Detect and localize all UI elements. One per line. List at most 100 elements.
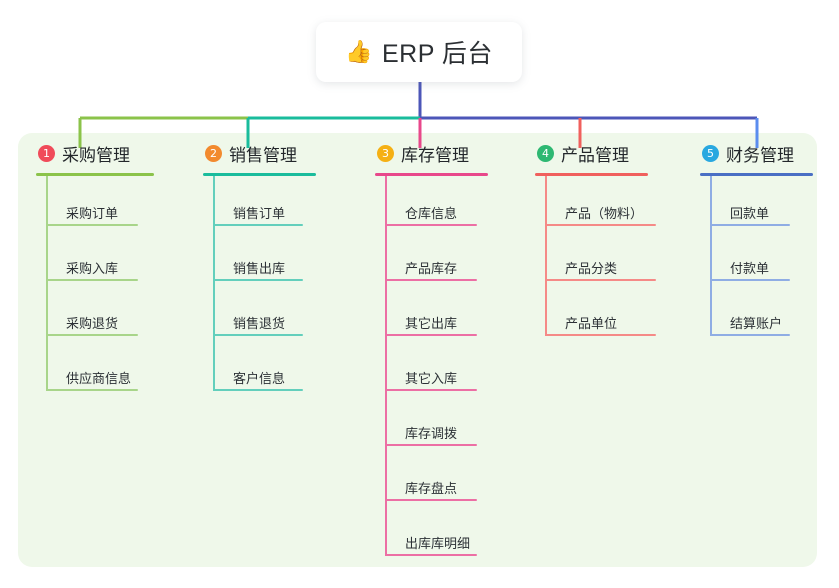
branch-header-5[interactable]: 5 财务管理 xyxy=(700,140,813,166)
branch-title-4: 产品管理 xyxy=(561,145,629,165)
leaf-item-underline xyxy=(385,499,477,501)
leaf-item-label: 产品分类 xyxy=(565,261,618,276)
leaf-item-label: 采购退货 xyxy=(66,316,119,331)
leaf-item[interactable]: 出库库明细 xyxy=(375,506,488,561)
branch-spine-5 xyxy=(710,176,712,336)
leaf-item-label: 付款单 xyxy=(730,261,770,276)
leaf-item-label: 销售订单 xyxy=(233,206,286,221)
branch-title-5: 财务管理 xyxy=(726,145,794,165)
leaf-item-label: 产品（物料） xyxy=(565,206,644,221)
leaf-item[interactable]: 采购订单 xyxy=(36,176,154,231)
leaf-item[interactable]: 销售退货 xyxy=(203,286,316,341)
leaf-item[interactable]: 库存盘点 xyxy=(375,451,488,506)
branch-spine-4 xyxy=(545,176,547,336)
leaf-item[interactable]: 付款单 xyxy=(700,231,813,286)
branch-items-5: 回款单付款单结算账户 xyxy=(700,176,813,341)
leaf-item-label: 回款单 xyxy=(730,206,770,221)
branch-items-1: 采购订单采购入库采购退货供应商信息 xyxy=(36,176,154,396)
leaf-item[interactable]: 销售订单 xyxy=(203,176,316,231)
root-node-title: 👍 ERP 后台 xyxy=(345,34,493,70)
leaf-item-label: 销售退货 xyxy=(233,316,286,331)
leaf-item[interactable]: 采购入库 xyxy=(36,231,154,286)
branch-items-4: 产品（物料） 产品分类产品单位 xyxy=(535,176,656,341)
leaf-item-label: 客户信息 xyxy=(233,371,286,386)
branch-underline-3 xyxy=(375,173,488,176)
leaf-item-underline xyxy=(213,279,303,281)
leaf-item-label: 库存盘点 xyxy=(405,481,458,496)
leaf-item-label: 其它出库 xyxy=(405,316,458,331)
leaf-item-underline xyxy=(545,224,656,226)
branch-spine-2 xyxy=(213,176,215,391)
branch-header-4[interactable]: 4 产品管理 xyxy=(535,140,648,166)
leaf-item-underline xyxy=(213,224,303,226)
leaf-item-underline xyxy=(385,279,477,281)
leaf-item[interactable]: 产品分类 xyxy=(535,231,656,286)
leaf-item[interactable]: 库存调拨 xyxy=(375,396,488,451)
leaf-item-underline xyxy=(385,389,477,391)
leaf-item-underline xyxy=(385,554,477,556)
branch-header-3[interactable]: 3 库存管理 xyxy=(375,140,488,166)
leaf-item[interactable]: 其它出库 xyxy=(375,286,488,341)
leaf-item[interactable]: 客户信息 xyxy=(203,341,316,396)
leaf-item[interactable]: 结算账户 xyxy=(700,286,813,341)
leaf-item-underline xyxy=(710,279,790,281)
branch-items-2: 销售订单销售出库销售退货客户信息 xyxy=(203,176,316,396)
branch-spine-3 xyxy=(385,176,387,556)
branch-column-3: 3 库存管理仓库信息产品库存其它出库其它入库库存调拨库存盘点出库库明细 xyxy=(375,140,488,561)
branch-spine-1 xyxy=(46,176,48,391)
leaf-item[interactable]: 回款单 xyxy=(700,176,813,231)
branch-badge-4: 4 xyxy=(537,144,554,162)
leaf-item-label: 仓库信息 xyxy=(405,206,458,221)
leaf-item[interactable]: 采购退货 xyxy=(36,286,154,341)
root-node-label: ERP 后台 xyxy=(382,40,493,68)
branch-underline-4 xyxy=(535,173,648,176)
branch-column-4: 4 产品管理产品（物料） 产品分类产品单位 xyxy=(535,140,656,341)
leaf-item-label: 采购入库 xyxy=(66,261,119,276)
leaf-item-label: 销售出库 xyxy=(233,261,286,276)
branch-column-5: 5 财务管理回款单付款单结算账户 xyxy=(700,140,813,341)
branch-column-2: 2 销售管理销售订单销售出库销售退货客户信息 xyxy=(203,140,316,396)
branch-header-2[interactable]: 2 销售管理 xyxy=(203,140,316,166)
leaf-item[interactable]: 其它入库 xyxy=(375,341,488,396)
branch-underline-5 xyxy=(700,173,813,176)
leaf-item-underline xyxy=(213,389,303,391)
leaf-item-label: 出库库明细 xyxy=(405,536,471,551)
leaf-item-underline xyxy=(46,224,138,226)
leaf-item-underline xyxy=(710,334,790,336)
leaf-item[interactable]: 产品库存 xyxy=(375,231,488,286)
branch-header-1[interactable]: 1 采购管理 xyxy=(36,140,154,166)
leaf-item-label: 产品单位 xyxy=(565,316,618,331)
branch-badge-5: 5 xyxy=(702,144,719,162)
leaf-item[interactable]: 产品（物料） xyxy=(535,176,656,231)
leaf-item-label: 库存调拨 xyxy=(405,426,458,441)
leaf-item-underline xyxy=(385,334,477,336)
branch-title-2: 销售管理 xyxy=(229,145,297,165)
leaf-item-underline xyxy=(545,334,656,336)
leaf-item-underline xyxy=(213,334,303,336)
leaf-item-label: 产品库存 xyxy=(405,261,458,276)
branch-underline-1 xyxy=(36,173,154,176)
leaf-item[interactable]: 供应商信息 xyxy=(36,341,154,396)
leaf-item-underline xyxy=(385,444,477,446)
branch-badge-2: 2 xyxy=(205,144,222,162)
branch-underline-2 xyxy=(203,173,316,176)
thumbs-up-icon: 👍 xyxy=(345,39,373,64)
leaf-item-label: 供应商信息 xyxy=(66,371,132,386)
branch-title-1: 采购管理 xyxy=(62,145,130,165)
leaf-item-underline xyxy=(545,279,656,281)
leaf-item-underline xyxy=(46,389,138,391)
leaf-item[interactable]: 销售出库 xyxy=(203,231,316,286)
leaf-item-label: 采购订单 xyxy=(66,206,119,221)
branch-items-3: 仓库信息产品库存其它出库其它入库库存调拨库存盘点出库库明细 xyxy=(375,176,488,561)
leaf-item-label: 其它入库 xyxy=(405,371,458,386)
root-node-card[interactable]: 👍 ERP 后台 xyxy=(316,22,522,82)
leaf-item-underline xyxy=(710,224,790,226)
leaf-item-label: 结算账户 xyxy=(730,316,783,331)
leaf-item[interactable]: 产品单位 xyxy=(535,286,656,341)
leaf-item[interactable]: 仓库信息 xyxy=(375,176,488,231)
branch-title-3: 库存管理 xyxy=(401,145,469,165)
branch-badge-1: 1 xyxy=(38,144,55,162)
leaf-item-underline xyxy=(385,224,477,226)
branch-badge-3: 3 xyxy=(377,144,394,162)
